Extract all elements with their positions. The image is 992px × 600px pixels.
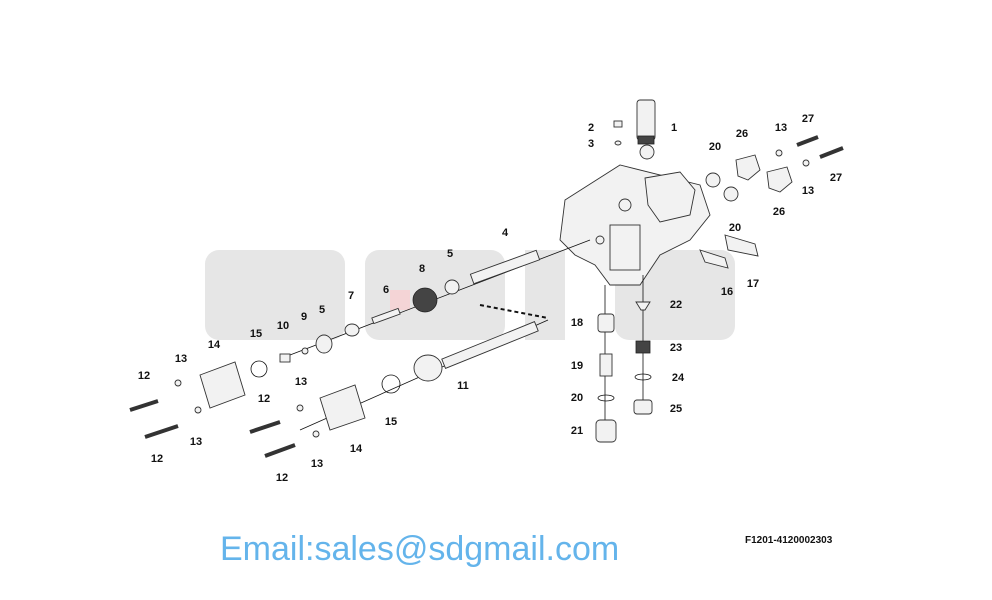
part-13-washer <box>775 149 783 157</box>
callout-label: 6 <box>383 284 389 296</box>
part-1-solenoid <box>636 99 656 145</box>
callout-label: 13 <box>295 376 307 388</box>
callout-label: 26 <box>736 128 748 140</box>
callout-label: 20 <box>709 141 721 153</box>
callout-label: 21 <box>571 425 583 437</box>
callout-label: 13 <box>775 122 787 134</box>
callout-label: 5 <box>319 304 325 316</box>
callout-label: 15 <box>385 416 397 428</box>
callout-label: 17 <box>747 278 759 290</box>
callout-label: 22 <box>670 299 682 311</box>
part-26-flange-2 <box>766 166 793 193</box>
part-13-washer-2 <box>802 159 810 167</box>
part-27-bolt-2 <box>819 146 844 159</box>
callout-label: 12 <box>151 453 163 465</box>
callout-label: 26 <box>773 206 785 218</box>
callout-label: 16 <box>721 286 733 298</box>
part-17-valve <box>724 234 759 257</box>
callout-label: 12 <box>276 472 288 484</box>
bottom-parts <box>595 275 653 443</box>
part-20-oring <box>705 172 721 188</box>
callout-label: 19 <box>571 360 583 372</box>
part-2-plug <box>613 120 623 128</box>
part-26-flange <box>735 154 761 181</box>
part-16-valve <box>699 249 729 269</box>
callout-label: 15 <box>250 328 262 340</box>
drawing-code: F1201-4120002303 <box>745 535 833 546</box>
part-3-seal <box>614 140 622 146</box>
callout-label: 2 <box>588 122 594 134</box>
callout-label: 8 <box>419 263 425 275</box>
callout-label: 25 <box>670 403 682 415</box>
callout-label: 11 <box>457 380 469 392</box>
callout-label: 13 <box>802 185 814 197</box>
callout-label: 5 <box>447 248 453 260</box>
callout-label: 14 <box>208 339 221 351</box>
valve-body <box>559 144 711 286</box>
callout-label: 18 <box>571 317 583 329</box>
lower-spool-assembly <box>249 304 549 458</box>
callout-label: 1 <box>671 122 677 134</box>
callout-label: 3 <box>588 138 594 150</box>
callout-label: 13 <box>190 436 202 448</box>
callout-label: 14 <box>350 443 363 455</box>
part-27-bolt <box>796 135 819 147</box>
callout-label: 12 <box>138 370 150 382</box>
email-watermark: Email:sales@sdgmail.com <box>220 530 619 568</box>
callout-label: 20 <box>571 392 583 404</box>
callout-label: 12 <box>258 393 270 405</box>
callout-label: 10 <box>277 320 289 332</box>
callout-label: 20 <box>729 222 741 234</box>
callout-label: 27 <box>830 172 842 184</box>
part-20-oring-2 <box>723 186 739 202</box>
callout-label: 13 <box>311 458 323 470</box>
callout-label: 13 <box>175 353 187 365</box>
callout-label: 4 <box>502 227 509 239</box>
callout-label: 9 <box>301 311 307 323</box>
callout-label: 27 <box>802 113 814 125</box>
upper-spool-assembly <box>129 239 591 439</box>
callout-label: 23 <box>670 342 682 354</box>
callout-label: 7 <box>348 290 354 302</box>
callout-label: 24 <box>672 372 685 384</box>
